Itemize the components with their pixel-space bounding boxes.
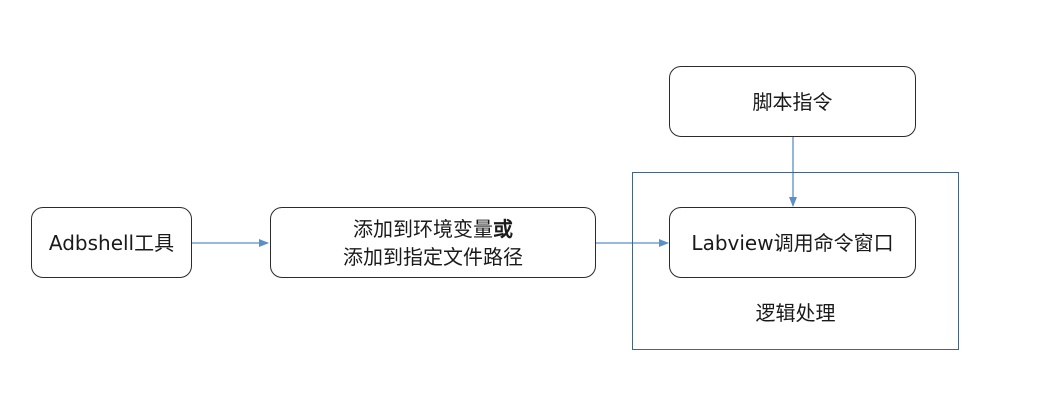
env-variable-node: 添加到环境变量或 添加到指定文件路径 — [270, 207, 596, 278]
adbshell-tool-label: Adbshell工具 — [48, 230, 175, 255]
logic-processing-group — [632, 172, 959, 350]
labview-command-window-label: Labview调用命令窗口 — [691, 230, 894, 255]
script-command-node: 脚本指令 — [669, 66, 916, 137]
labview-command-window-node: Labview调用命令窗口 — [669, 207, 916, 278]
logic-processing-label: 逻辑处理 — [755, 301, 836, 325]
env-variable-line1: 添加到环境变量或 — [353, 215, 513, 243]
or-conjunction: 或 — [493, 216, 513, 241]
file-path-line: 添加到指定文件路径 — [343, 244, 523, 269]
adbshell-tool-node: Adbshell工具 — [31, 207, 192, 278]
script-command-label: 脚本指令 — [752, 89, 833, 114]
env-variable-text: 添加到环境变量 — [353, 216, 493, 241]
